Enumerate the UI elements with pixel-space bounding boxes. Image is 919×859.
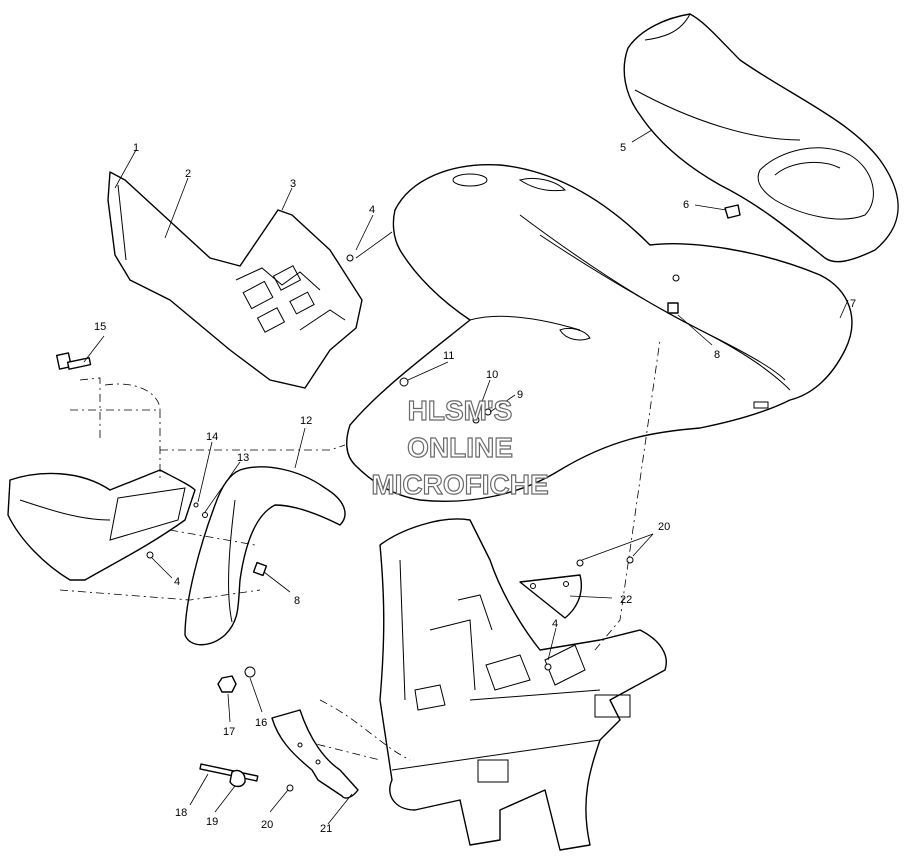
- watermark: HLSM'S ONLINE MICROFICHE: [371, 394, 550, 500]
- callout-6: 6: [683, 199, 689, 211]
- callout-13: 13: [237, 452, 249, 464]
- fastener-hardware: [55, 204, 741, 792]
- watermark-line-3: MICROFICHE: [371, 469, 548, 500]
- callout-4c: 4: [552, 618, 558, 630]
- callout-1: 1: [133, 142, 139, 154]
- callout-22: 22: [620, 594, 632, 606]
- callout-8b: 8: [294, 595, 300, 607]
- callout-12: 12: [300, 415, 312, 427]
- floorboard-assembly[interactable]: [7, 377, 196, 581]
- seat-part-5[interactable]: [623, 13, 899, 263]
- frame-assembly[interactable]: [299, 518, 667, 851]
- callout-17: 17: [223, 726, 235, 738]
- callout-9: 9: [517, 389, 523, 401]
- callout-3: 3: [290, 178, 296, 190]
- callout-19: 19: [206, 816, 218, 828]
- callout-5: 5: [620, 142, 626, 154]
- side-panel-parts-1-2-3[interactable]: [107, 171, 363, 389]
- callout-14: 14: [206, 431, 218, 443]
- mudflap-part-21[interactable]: [271, 709, 359, 799]
- callout-21: 21: [320, 823, 332, 835]
- watermark-line-1: HLSM'S: [408, 395, 513, 426]
- bracket-part-22[interactable]: [519, 574, 582, 619]
- callout-labels: 1 2 3 4 5 6 7 8 9 10 11 12 13 14 15 4 8 …: [94, 142, 856, 835]
- leader-lines: [59, 129, 849, 825]
- callout-20b: 20: [658, 521, 670, 533]
- fender-flare-part-12[interactable]: [184, 466, 346, 646]
- callout-15: 15: [94, 321, 106, 333]
- callout-18: 18: [175, 807, 187, 819]
- callout-2: 2: [185, 168, 191, 180]
- callout-8a: 8: [714, 349, 720, 361]
- callout-16: 16: [255, 717, 267, 729]
- callout-4a: 4: [369, 204, 375, 216]
- callout-4b: 4: [174, 576, 180, 588]
- callout-20a: 20: [261, 819, 273, 831]
- callout-10: 10: [486, 369, 498, 381]
- callout-7: 7: [850, 298, 856, 310]
- callout-11: 11: [443, 350, 454, 362]
- watermark-line-2: ONLINE: [407, 432, 513, 463]
